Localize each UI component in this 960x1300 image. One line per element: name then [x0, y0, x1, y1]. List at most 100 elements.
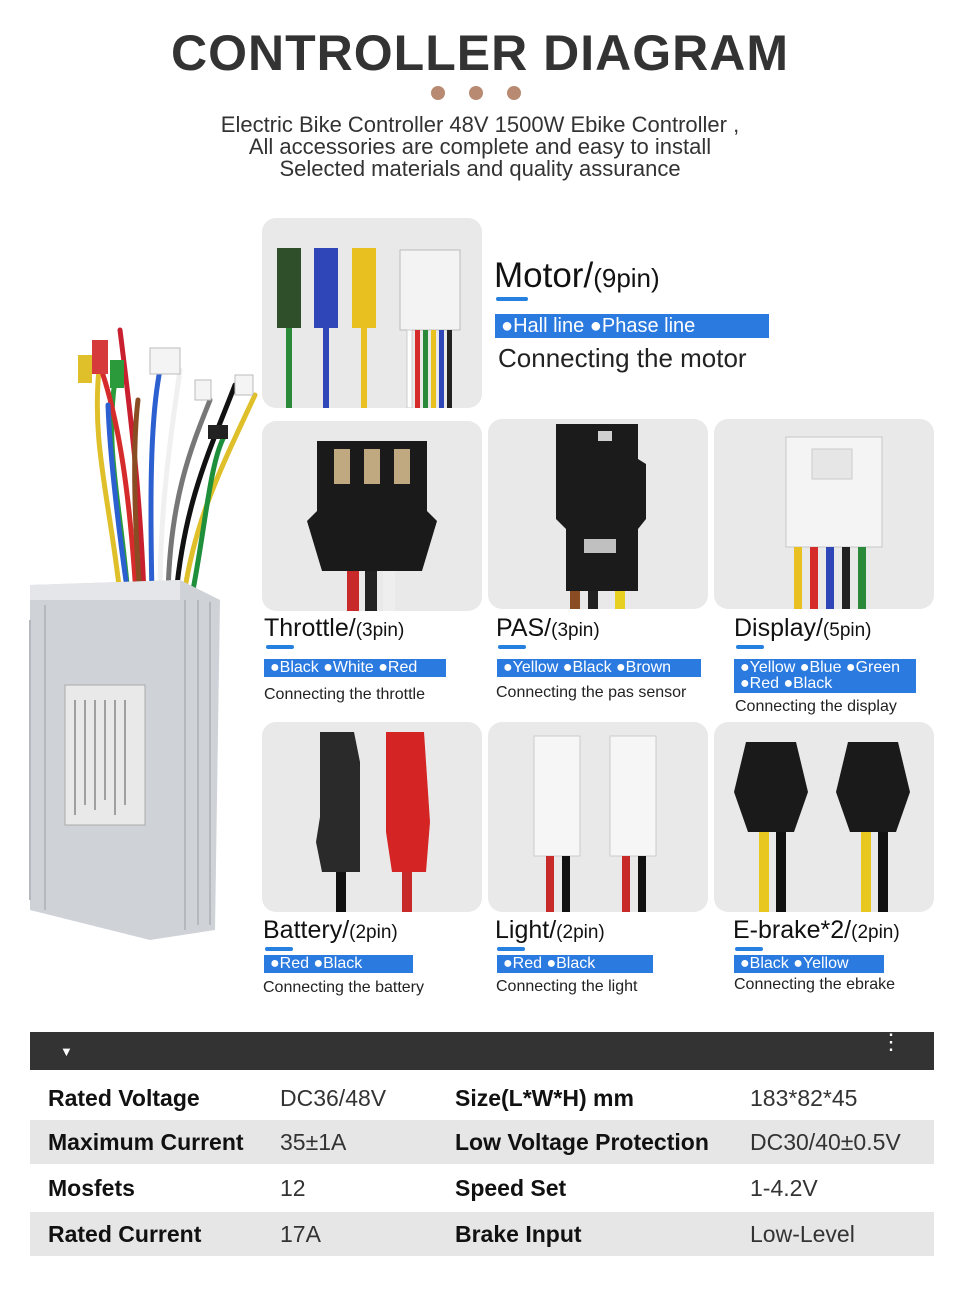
spec-key: Size(L*W*H) mm — [455, 1085, 634, 1111]
pas-connector-illustration — [556, 424, 646, 609]
light-connector-illustration — [533, 735, 657, 912]
display-connector-illustration — [785, 436, 883, 609]
spec-table-header: ▼ ⋮ — [30, 1029, 934, 1070]
spec-value: 12 — [280, 1175, 306, 1201]
motor-name: Motor/ — [494, 256, 594, 295]
motor-desc: Connecting the motor — [498, 343, 747, 373]
pas-pins: (3pin) — [551, 620, 600, 641]
battery-name: Battery/ — [263, 916, 350, 944]
page-title: CONTROLLER DIAGRAM — [171, 25, 789, 81]
display-tags-line: ●Red ●Black — [740, 675, 833, 692]
spec-key: Rated Voltage — [48, 1085, 200, 1111]
spec-key: Maximum Current — [48, 1129, 244, 1155]
title-underline — [496, 297, 528, 301]
motor-image-panel — [262, 218, 482, 408]
light-tags: ●Red ●Black — [497, 955, 653, 973]
connector-black — [208, 425, 228, 439]
spec-value: 183*82*45 — [750, 1085, 858, 1111]
motor-title: Motor/(9pin) — [494, 256, 660, 296]
title-underline — [735, 947, 763, 951]
display-title: Display/(5pin) — [734, 614, 872, 643]
connector-white — [149, 347, 181, 375]
throttle-desc: Connecting the throttle — [264, 686, 425, 703]
ebrake-connector-illustration — [734, 742, 910, 912]
spec-value: DC36/48V — [280, 1085, 387, 1111]
pas-title: PAS/(3pin) — [496, 614, 600, 643]
spec-key: Brake Input — [455, 1221, 582, 1247]
title-underline — [498, 645, 526, 649]
aluminum-case — [29, 580, 220, 940]
title-underline — [266, 645, 294, 649]
wire-bundle — [94, 327, 258, 598]
title-underline — [497, 947, 525, 951]
spec-row: Rated Voltage DC36/48V Size(L*W*H) mm 18… — [30, 1076, 934, 1120]
display-tags-line: ●Yellow ●Blue ●Green — [740, 659, 901, 676]
throttle-image-panel — [262, 421, 482, 611]
spec-key: Speed Set — [455, 1175, 567, 1201]
light-name: Light/ — [495, 916, 557, 944]
dot — [469, 86, 483, 100]
throttle-title: Throttle/(3pin) — [264, 614, 404, 643]
spec-row: Maximum Current 35±1A Low Voltage Protec… — [30, 1120, 934, 1164]
subtitle-line: All accessories are complete and easy to… — [248, 134, 712, 159]
ebrake-pins: (2pin) — [851, 922, 900, 943]
motor-pins: (9pin) — [593, 263, 660, 293]
motor-connector-illustration — [277, 248, 461, 408]
subtitle-line: Selected materials and quality assurance — [279, 156, 681, 181]
connector-green — [110, 360, 124, 388]
decor-dots — [431, 86, 521, 100]
display-tags: ●Yellow ●Blue ●Green ●Red ●Black — [734, 659, 916, 693]
ebrake-image-panel — [714, 722, 934, 912]
battery-pins: (2pin) — [349, 922, 398, 943]
light-title: Light/(2pin) — [495, 916, 605, 945]
spec-value: 17A — [280, 1221, 321, 1247]
connector-yellow — [78, 355, 92, 383]
throttle-connector-illustration — [307, 441, 437, 611]
motor-tags: ●Hall line ●Phase line — [495, 314, 769, 338]
spec-value: Low-Level — [750, 1221, 855, 1247]
subtitle-line: Electric Bike Controller 48V 1500W Ebike… — [220, 112, 740, 137]
title-underline — [736, 645, 764, 649]
throttle-name: Throttle/ — [264, 614, 356, 642]
ebrake-desc: Connecting the ebrake — [734, 976, 895, 993]
pas-name: PAS/ — [496, 614, 552, 642]
display-desc: Connecting the display — [735, 698, 897, 715]
connector-white-small — [234, 374, 254, 396]
spec-key: Rated Current — [48, 1221, 202, 1247]
battery-connector-illustration — [316, 732, 430, 912]
light-image-panel — [488, 722, 708, 912]
spec-key: Low Voltage Protection — [455, 1129, 709, 1155]
spec-key: Mosfets — [48, 1175, 135, 1201]
dot — [431, 86, 445, 100]
display-name: Display/ — [734, 614, 823, 642]
light-desc: Connecting the light — [496, 978, 638, 995]
pas-tags: ●Yellow ●Black ●Brown — [497, 659, 701, 677]
more-vertical-icon[interactable]: ⋮ — [880, 1029, 902, 1054]
chevron-down-icon[interactable]: ▼ — [60, 1044, 73, 1059]
battery-title: Battery/(2pin) — [263, 916, 398, 945]
subtitle: Electric Bike Controller 48V 1500W Ebike… — [0, 114, 960, 180]
display-image-panel — [714, 419, 934, 609]
throttle-pins: (3pin) — [355, 620, 405, 641]
battery-tags: ●Red ●Black — [264, 955, 413, 973]
spec-value: 1-4.2V — [750, 1175, 818, 1201]
spec-value: 35±1A — [280, 1129, 347, 1155]
controller-image — [29, 327, 258, 940]
pas-image-panel — [488, 419, 708, 609]
dot — [507, 86, 521, 100]
pas-desc: Connecting the pas sensor — [496, 684, 687, 701]
connector-white-small — [194, 379, 212, 401]
spec-row: Rated Current 17A Brake Input Low-Level — [30, 1212, 934, 1256]
ebrake-tags: ●Black ●Yellow — [734, 955, 884, 973]
throttle-tags: ●Black ●White ●Red — [264, 659, 446, 677]
title-underline — [265, 947, 293, 951]
connector-red — [92, 340, 108, 374]
battery-image-panel — [262, 722, 482, 912]
spec-row: Mosfets 12 Speed Set 1-4.2V — [30, 1166, 934, 1210]
ebrake-title: E-brake*2/(2pin) — [733, 916, 900, 945]
spec-value: DC30/40±0.5V — [750, 1129, 901, 1155]
ebrake-name: E-brake*2/ — [733, 916, 852, 944]
light-pins: (2pin) — [556, 922, 605, 943]
display-pins: (5pin) — [822, 620, 872, 641]
battery-desc: Connecting the battery — [263, 979, 424, 996]
